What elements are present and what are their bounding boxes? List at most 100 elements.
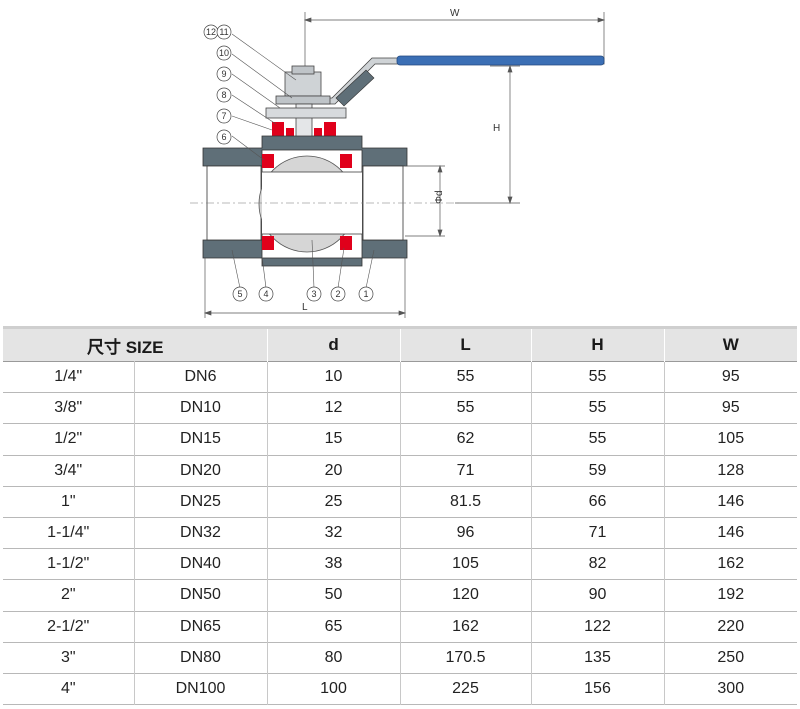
cell-l: 170.5 bbox=[399, 642, 532, 674]
part-callout-7: 7 bbox=[216, 108, 232, 124]
cell-l: 71 bbox=[399, 455, 532, 487]
cell-w: 128 bbox=[663, 455, 798, 487]
cell-l: 105 bbox=[399, 548, 532, 580]
dimension-l bbox=[203, 258, 407, 318]
cell-l: 55 bbox=[399, 361, 532, 393]
cell-w: 146 bbox=[663, 517, 798, 549]
cell-d: 20 bbox=[266, 455, 401, 487]
cell-size-dn: DN25 bbox=[133, 486, 268, 518]
cell-h: 156 bbox=[530, 673, 665, 705]
dimension-d-label: Φd bbox=[434, 190, 445, 204]
cell-size-dn: DN6 bbox=[133, 361, 268, 393]
part-callout-2: 2 bbox=[330, 286, 346, 302]
cell-w: 95 bbox=[663, 361, 798, 393]
cell-h: 55 bbox=[530, 423, 665, 456]
callout-leaders-bottom bbox=[231, 239, 375, 289]
cell-size-inch: 2" bbox=[60, 586, 76, 604]
cell-size-inch: 3/8" bbox=[54, 399, 83, 417]
svg-text:7: 7 bbox=[221, 111, 226, 121]
part-callout-5: 5 bbox=[232, 286, 248, 302]
cell-h: 71 bbox=[530, 517, 665, 549]
cell-d: 65 bbox=[266, 611, 401, 643]
cell-size-inch: 2-1/2" bbox=[47, 617, 90, 635]
cell-h: 122 bbox=[530, 611, 665, 643]
part-callout-6: 6 bbox=[216, 129, 232, 145]
svg-text:12: 12 bbox=[206, 27, 216, 37]
svg-text:1: 1 bbox=[363, 289, 368, 299]
cell-h: 82 bbox=[530, 548, 665, 580]
svg-text:3: 3 bbox=[311, 289, 316, 299]
valve-handle bbox=[304, 55, 605, 107]
dimension-h bbox=[455, 64, 520, 205]
cell-d: 25 bbox=[266, 486, 401, 518]
cell-w: 162 bbox=[663, 548, 798, 580]
cell-w: 220 bbox=[663, 611, 798, 643]
svg-text:8: 8 bbox=[221, 90, 226, 100]
table-header-row: 尺寸 SIZE d L H W bbox=[3, 327, 798, 362]
part-callout-9: 9 bbox=[216, 66, 232, 82]
dimension-l-label: L bbox=[302, 302, 308, 313]
cell-size-dn: DN50 bbox=[133, 579, 268, 611]
cell-h: 135 bbox=[530, 642, 665, 674]
stem-assembly bbox=[265, 65, 347, 157]
cell-size-dn: DN100 bbox=[133, 673, 268, 705]
cell-d: 12 bbox=[266, 392, 401, 424]
part-callout-11: 11 bbox=[216, 24, 232, 40]
svg-text:5: 5 bbox=[237, 289, 242, 299]
cell-size-inch: 3/4" bbox=[54, 461, 83, 479]
cell-l: 225 bbox=[399, 673, 532, 705]
valve-drawing: W H bbox=[0, 0, 800, 326]
cell-h: 59 bbox=[530, 455, 665, 487]
cell-d: 80 bbox=[266, 642, 401, 674]
cell-w: 95 bbox=[663, 392, 798, 424]
svg-text:4: 4 bbox=[263, 289, 268, 299]
cell-size-dn: DN32 bbox=[133, 517, 268, 549]
cell-l: 55 bbox=[399, 392, 532, 424]
part-callout-1: 1 bbox=[358, 286, 374, 302]
cell-size-dn: DN40 bbox=[133, 548, 268, 580]
cell-d: 50 bbox=[266, 579, 401, 611]
cell-w: 192 bbox=[663, 579, 798, 611]
svg-text:2: 2 bbox=[335, 289, 340, 299]
cell-d: 15 bbox=[266, 423, 401, 456]
cell-d: 38 bbox=[266, 548, 401, 580]
cell-l: 120 bbox=[399, 579, 532, 611]
cell-size-inch: 3" bbox=[60, 648, 76, 666]
cell-size-inch: 1/4" bbox=[54, 368, 83, 386]
cell-size-inch: 1/2" bbox=[54, 430, 83, 448]
callout-leaders-left bbox=[231, 33, 297, 161]
header-h: H bbox=[530, 327, 665, 362]
part-callout-10: 10 bbox=[216, 45, 232, 61]
cell-d: 32 bbox=[266, 517, 401, 549]
cell-d: 10 bbox=[266, 361, 401, 393]
cell-size-inch: 1-1/4" bbox=[47, 524, 90, 542]
cell-h: 90 bbox=[530, 579, 665, 611]
header-size: 尺寸 SIZE bbox=[87, 337, 164, 357]
cell-w: 300 bbox=[663, 673, 798, 705]
svg-text:10: 10 bbox=[219, 48, 229, 58]
cell-size-dn: DN80 bbox=[133, 642, 268, 674]
cell-size-dn: DN10 bbox=[133, 392, 268, 424]
dimension-d bbox=[405, 164, 445, 238]
cell-size-dn: DN20 bbox=[133, 455, 268, 487]
cell-size-inch: 4" bbox=[60, 679, 76, 697]
dimension-h-label: H bbox=[493, 123, 500, 134]
dimension-w-label: W bbox=[450, 8, 460, 19]
header-l: L bbox=[399, 327, 532, 362]
svg-text:9: 9 bbox=[221, 69, 226, 79]
cell-size-dn: DN65 bbox=[133, 611, 268, 643]
valve-body bbox=[190, 135, 460, 267]
